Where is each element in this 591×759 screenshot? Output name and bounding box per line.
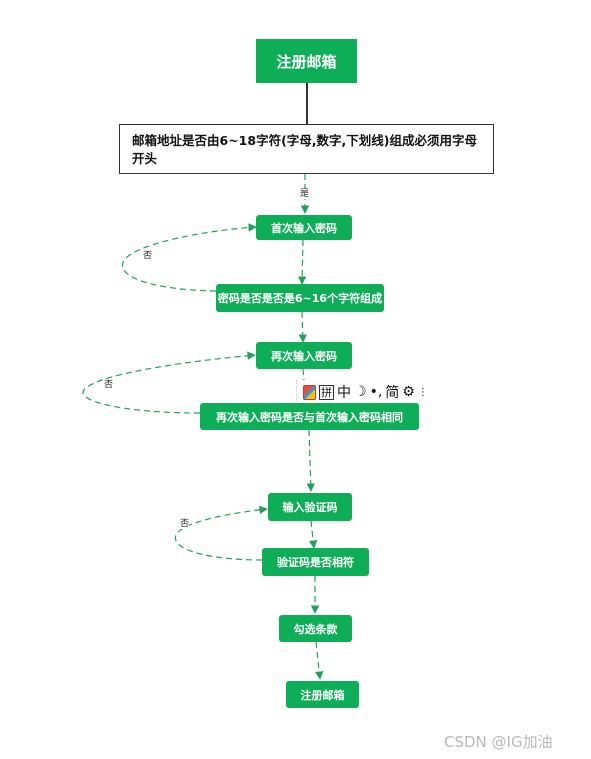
node-verification-code: 输入验证码 <box>268 493 352 521</box>
edge-loop-password <box>121 223 257 292</box>
node-second-password: 再次输入密码 <box>256 342 352 369</box>
edge-label-no-code: 否 <box>180 519 190 529</box>
ime-moon-icon[interactable]: ☽ <box>354 384 367 400</box>
ime-logo-icon[interactable] <box>303 384 316 400</box>
node-email-rule: 邮箱地址是否由6~18字符(字母,数字,下划线)组成必须用字母开头 <box>119 124 494 174</box>
ime-more-icon[interactable]: ⋮ <box>417 386 428 398</box>
edge-first-to-check <box>297 239 307 285</box>
node-register-mailbox-top: 注册邮箱 <box>256 39 357 83</box>
ime-simplified-button[interactable]: 简 <box>385 385 400 401</box>
ime-pinyin-button[interactable]: 拼 <box>319 384 334 400</box>
ime-mode-button[interactable]: 中 <box>337 385 351 401</box>
node-register-mailbox-bottom: 注册邮箱 <box>286 681 359 708</box>
ime-toolbar[interactable]: 拼 中 ☽ •, 简 ⚙ ⋮ <box>296 380 468 404</box>
edge-label-no-match: 否 <box>104 380 114 390</box>
ime-gear-icon[interactable]: ⚙ <box>402 384 415 400</box>
edge-label-yes: 是 <box>300 189 310 199</box>
node-code-match: 验证码是否相符 <box>262 548 369 576</box>
node-accept-terms: 勾选条款 <box>279 615 352 642</box>
edge-second-to-match <box>301 368 310 404</box>
node-first-password: 首次输入密码 <box>256 215 352 240</box>
node-password-match: 再次输入密码是否与首次输入密码相同 <box>200 403 419 430</box>
edge-label-no-password: 否 <box>143 251 153 261</box>
edge-match-to-code <box>306 429 315 492</box>
edge-check-to-second <box>298 311 307 343</box>
edge-loop-code <box>174 505 268 561</box>
edge-loop-match <box>82 351 256 414</box>
watermark: CSDN @IG加油 <box>444 733 553 751</box>
edge-terms-to-register <box>315 641 324 680</box>
edge-code-to-check <box>308 520 318 549</box>
ime-punctuation-button[interactable]: •, <box>369 384 383 400</box>
node-password-check: 密码是否是否是6~16个字符组成 <box>216 284 384 312</box>
